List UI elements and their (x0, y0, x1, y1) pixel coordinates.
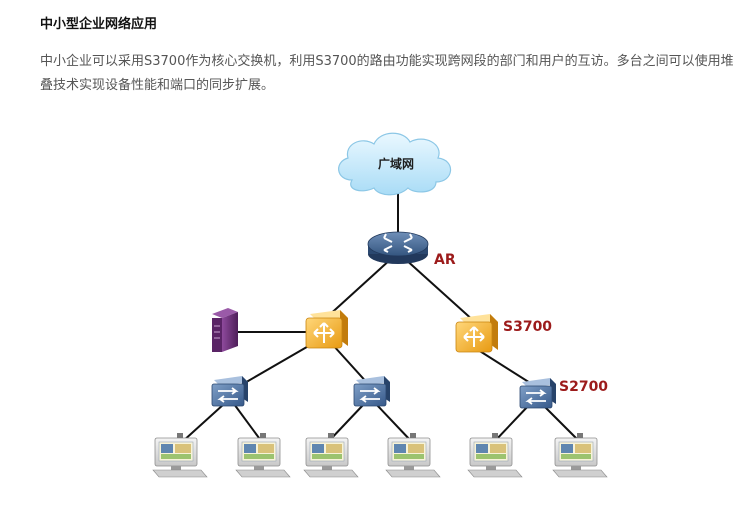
pc-icon (385, 433, 441, 478)
access-switch-icon (353, 376, 390, 407)
link-access1-pc2 (233, 403, 263, 443)
network-links (181, 190, 581, 443)
access-switch-label: S2700 (559, 379, 608, 395)
link-access2-pc4 (375, 403, 413, 443)
pc-icon (303, 433, 359, 478)
cloud-label: 广域网 (378, 156, 414, 171)
description-paragraph: 中小企业可以采用S3700作为核心交换机，利用S3700的路由功能实现跨网段的部… (40, 54, 734, 93)
link-access3-pc5 (493, 403, 531, 443)
link-core-access-1 (235, 343, 313, 389)
link-router-core-right (403, 257, 476, 323)
link-core-access-3 (474, 347, 536, 387)
router-label: AR (434, 252, 456, 268)
access-switch-icon (519, 378, 556, 409)
core-switch-label: S3700 (503, 319, 552, 335)
core-switch-icon (305, 310, 348, 349)
link-router-core-left (325, 257, 393, 319)
access-switch-icon (211, 376, 248, 407)
pc-icon (467, 433, 523, 478)
core-switch-icon (455, 314, 498, 353)
link-access1-pc1 (181, 403, 225, 443)
pc-icon (152, 433, 208, 478)
pc-icon (552, 433, 608, 478)
server-icon (212, 308, 238, 352)
cloud-icon: 广域网 (338, 132, 452, 196)
page-title: 中小型企业网络应用 (40, 17, 158, 32)
router-icon (367, 231, 429, 264)
link-access3-pc6 (541, 403, 581, 443)
pc-icon (235, 433, 291, 478)
